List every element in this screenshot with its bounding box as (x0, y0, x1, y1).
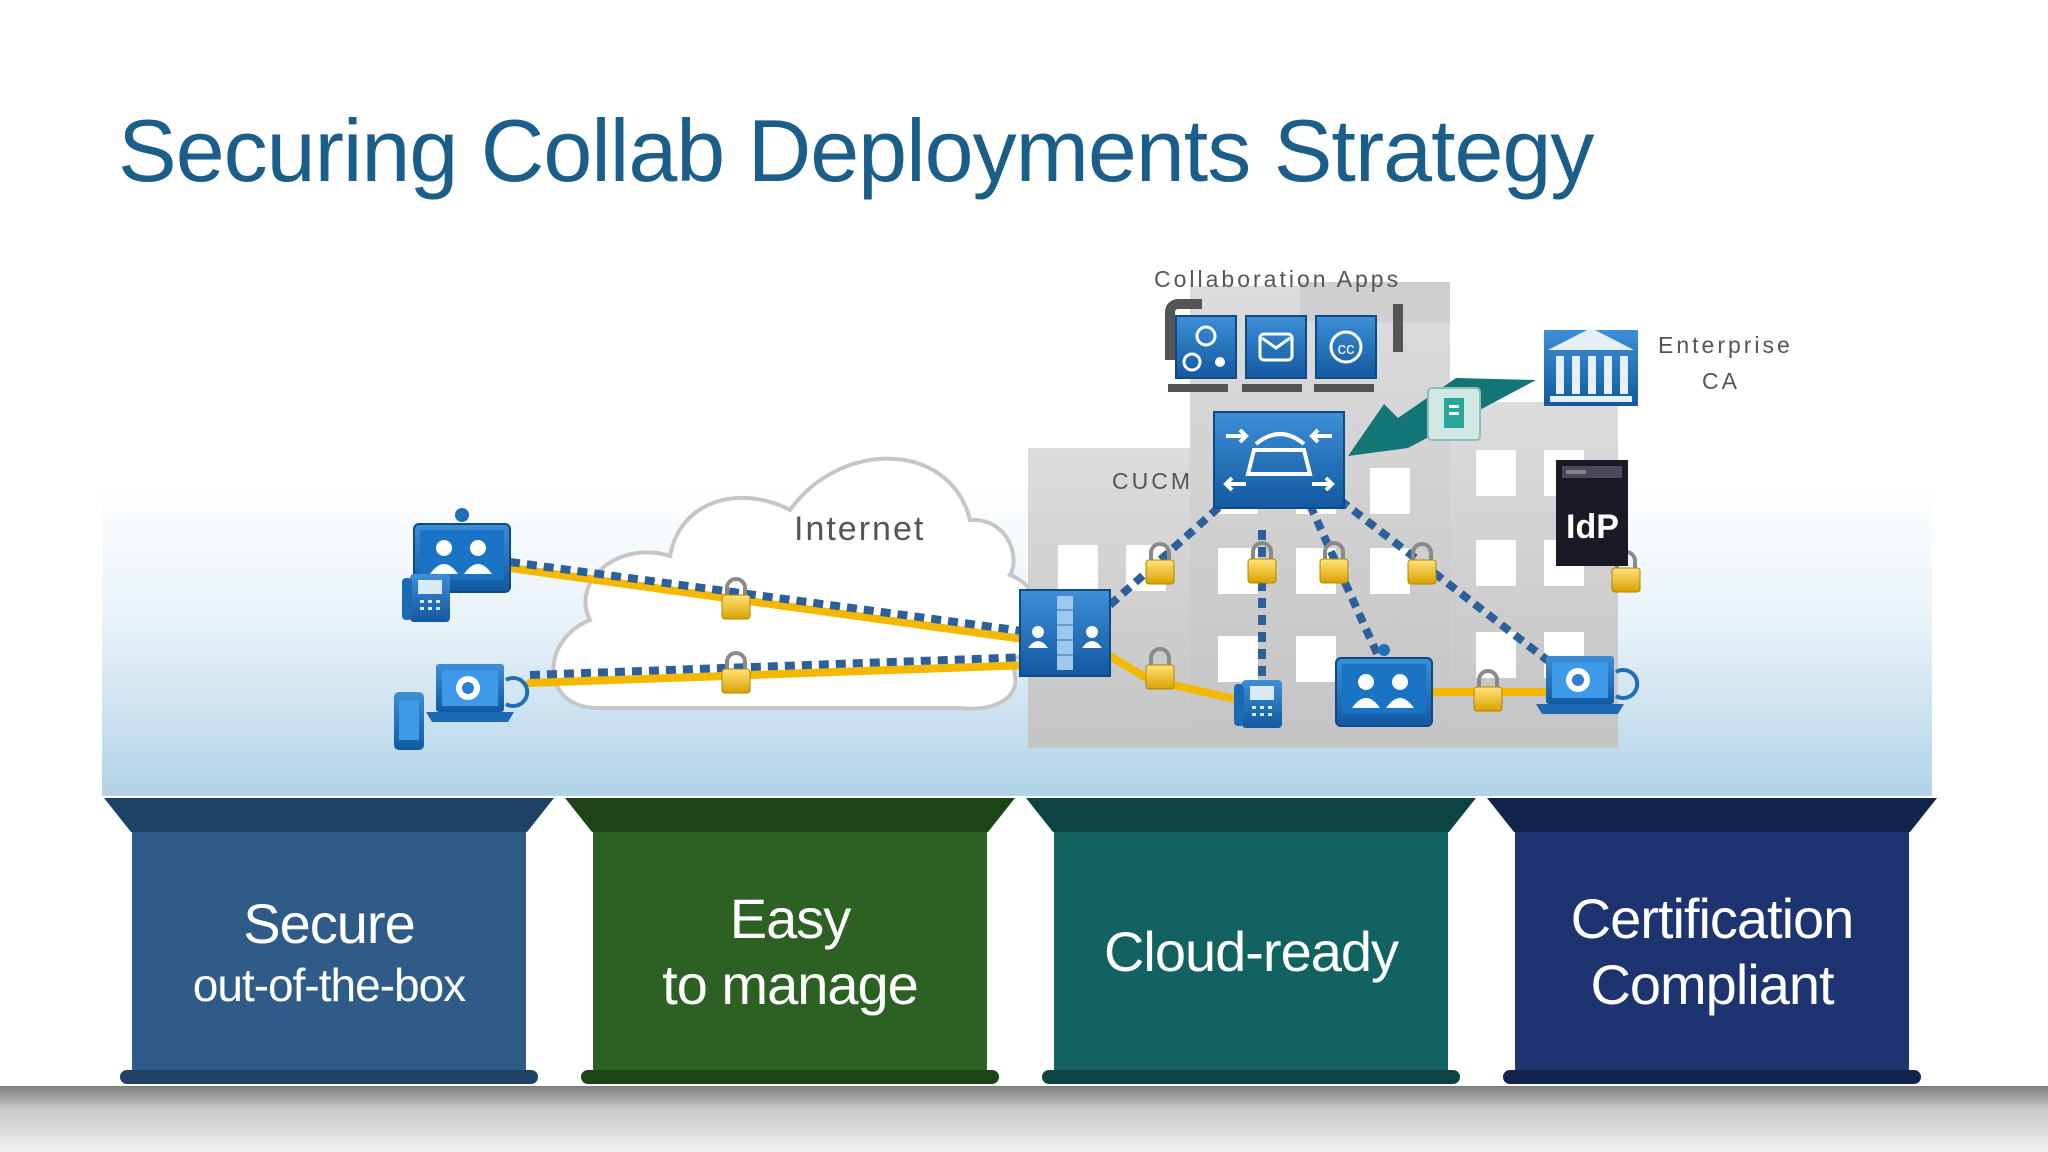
expressway-firewall-icon (1019, 589, 1111, 677)
network-diagram: cc (394, 282, 1642, 750)
ip-phone-icon (402, 574, 450, 622)
idp-server-icon (1556, 460, 1628, 566)
floor-shadow (0, 1086, 2048, 1152)
pillar-title: Secure (243, 892, 415, 955)
pillar-title: Cloud-ready (1103, 920, 1399, 983)
pillar-body: Easy to manage (593, 832, 987, 1072)
pillar-secure: Secure out-of-the-box (104, 798, 554, 1088)
mobile-phone-icon (394, 692, 424, 750)
pillar-easy-to-manage: Easy to manage (565, 798, 1015, 1088)
enterprise-ca-icon (1544, 328, 1638, 406)
softphone-laptop-icon (1534, 654, 1640, 716)
enterprise-ca-label: Enterprise (1658, 332, 1793, 358)
slide-title: Securing Collab Deployments Strategy (118, 101, 1594, 200)
pillar-base (120, 1070, 538, 1084)
app-server-icon: cc (1315, 315, 1377, 379)
app-server-icon (1245, 315, 1307, 379)
internet-label: Internet (794, 510, 926, 548)
pillar-body: Secure out-of-the-box (132, 832, 526, 1072)
pillar-subtitle: Compliant (1590, 953, 1834, 1016)
pillar-body: Cloud-ready (1054, 832, 1448, 1072)
pillar-base (581, 1070, 999, 1084)
certificate-icon (1427, 387, 1481, 441)
pillar-title: Easy (729, 887, 851, 950)
softphone-laptop-icon (424, 662, 530, 724)
collaboration-apps-label: Collaboration Apps (1154, 266, 1402, 292)
pillar-base (1503, 1070, 1921, 1084)
idp-label: IdP (1566, 508, 1619, 546)
enterprise-ca-label-line2: CA (1702, 368, 1740, 394)
ip-phone-icon (1234, 680, 1282, 728)
pillar-base (1042, 1070, 1460, 1084)
pillar-cap (104, 798, 554, 832)
pillar-cap (1026, 798, 1476, 832)
cucm-label: CUCM (1112, 468, 1193, 494)
pillar-subtitle: out-of-the-box (192, 959, 466, 1011)
pillar-body: Certification Compliant (1515, 832, 1909, 1072)
call-manager-icon (1213, 411, 1345, 509)
pillar-cloud-ready: Cloud-ready (1026, 798, 1476, 1088)
pillar-cap (565, 798, 1015, 832)
app-server-icon (1175, 315, 1237, 379)
pillar-certification-compliant: Certification Compliant (1487, 798, 1937, 1088)
collaboration-apps-group: cc (1165, 299, 1403, 392)
pillar-title: Certification (1570, 887, 1855, 950)
video-endpoint-icon (1335, 657, 1433, 727)
pillar-subtitle: to manage (662, 953, 919, 1016)
pillar-cap (1487, 798, 1937, 832)
svg-text:cc: cc (1338, 339, 1356, 358)
